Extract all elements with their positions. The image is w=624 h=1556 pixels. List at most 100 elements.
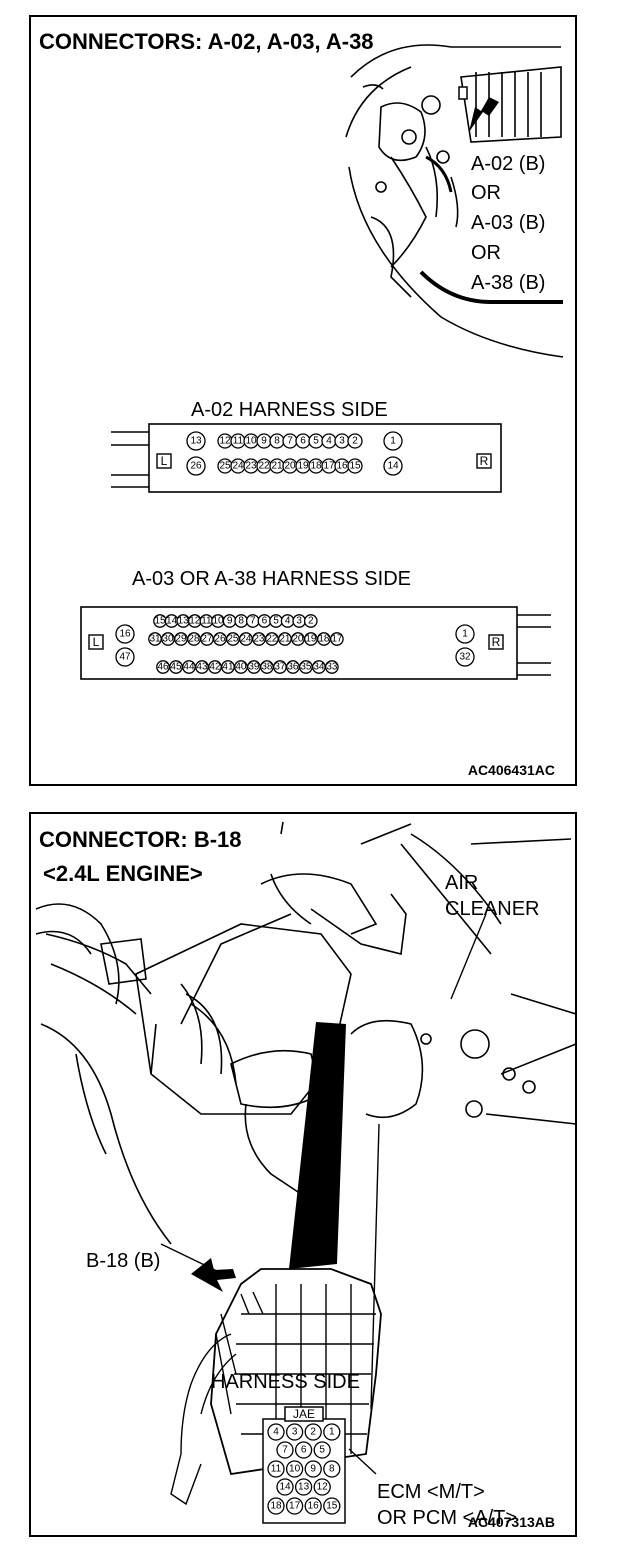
a03-pin: 37	[274, 662, 286, 673]
a02-pin: 6	[300, 436, 306, 447]
b18-pin-ring	[304, 1497, 322, 1515]
b18-pin: 11	[271, 1464, 282, 1475]
b18-callout: B-18 (B)	[86, 1250, 161, 1272]
a03-pin: 40	[235, 662, 247, 673]
a03-pin: 17	[331, 634, 343, 645]
b18-pin: 4	[273, 1427, 279, 1438]
b18-pin: 7	[282, 1445, 288, 1456]
air-cleaner-label-line2: CLEANER	[445, 898, 540, 920]
ecm-label-line1: ECM <M/T>	[377, 1481, 485, 1503]
a03-pin: 35	[300, 662, 312, 673]
b18-pin: 8	[329, 1464, 335, 1475]
a03-pin: 39	[248, 662, 260, 673]
a02-left-mark: L	[161, 454, 168, 468]
a03-pin: 29	[175, 634, 187, 645]
a03-pin: 24	[240, 634, 252, 645]
a03-pin: 44	[183, 662, 195, 673]
a03-pin: 41	[222, 662, 234, 673]
a02-pin: 23	[245, 461, 257, 472]
b18-pin-ring	[304, 1423, 322, 1441]
b18-pin: 3	[292, 1427, 298, 1438]
callout-a38: A-38 (B)	[471, 272, 546, 294]
a03-pin: 27	[201, 634, 213, 645]
panel-b-subtitle: <2.4L ENGINE>	[43, 861, 203, 886]
a03-right-mark: R	[492, 635, 501, 649]
a03-pin: 15	[154, 616, 166, 627]
a02-pin: 15	[349, 461, 361, 472]
b18-connector-tag: JAE	[293, 1407, 315, 1421]
a02-pin-ring	[347, 458, 363, 474]
a03-pin-ring	[455, 647, 475, 667]
a03-pin-ring	[325, 660, 339, 674]
b18-pin: 1	[329, 1427, 335, 1438]
b18-pin: 6	[301, 1445, 307, 1456]
a02-pin: 26	[190, 461, 202, 472]
a02-pin: 10	[245, 436, 257, 447]
a03-pin: 36	[287, 662, 299, 673]
a03-pin: 2	[308, 616, 314, 627]
connector-panel-a: CONNECTORS: A-02, A-03, A-38 A-02 (B) OR…	[29, 15, 577, 786]
a02-pin: 8	[274, 436, 280, 447]
b18-pin: 10	[289, 1464, 301, 1475]
a02-pin-ring	[186, 431, 206, 451]
a02-pin: 21	[271, 461, 283, 472]
a03-pin: 16	[119, 629, 131, 640]
a03-pin: 46	[157, 662, 169, 673]
b18-pin-ring	[294, 1441, 313, 1459]
callout-a03: A-03 (B)	[471, 212, 546, 234]
a02-pin: 3	[339, 436, 345, 447]
a03-pin: 43	[196, 662, 208, 673]
a03-pin: 28	[188, 634, 200, 645]
a02-harness-label: A-02 HARNESS SIDE	[191, 399, 388, 421]
a03-harness-label: A-03 OR A-38 HARNESS SIDE	[132, 568, 411, 590]
b18-pin-ring	[313, 1441, 331, 1459]
b18-pin-ring	[276, 1441, 294, 1459]
a03-pin: 5	[273, 616, 279, 627]
a03-pin: 12	[189, 616, 201, 627]
a03-pin: 6	[262, 616, 268, 627]
b18-pin: 12	[317, 1482, 329, 1493]
a02-pin: 14	[387, 461, 399, 472]
a03-pin: 7	[250, 616, 256, 627]
a03-pin: 45	[170, 662, 182, 673]
b18-connector-tag-box	[284, 1406, 324, 1422]
b18-pin-ring	[267, 1460, 285, 1478]
connector-panel-b: CONNECTOR: B-18 <2.4L ENGINE> AIR CLEANE…	[29, 812, 577, 1537]
a03-pin: 13	[178, 616, 190, 627]
a02-pin: 7	[287, 436, 293, 447]
a03-pin: 25	[227, 634, 239, 645]
air-cleaner-label-line1: AIR	[445, 872, 479, 894]
a03-pin: 26	[214, 634, 226, 645]
b18-pin-ring	[276, 1478, 294, 1496]
b18-pin-ring	[304, 1460, 322, 1478]
a03-pin: 30	[162, 634, 174, 645]
callout-or-2: OR	[471, 242, 501, 264]
a03-pin: 22	[266, 634, 278, 645]
b18-pin: 2	[310, 1427, 316, 1438]
b18-pin-ring	[267, 1497, 285, 1515]
a02-pin: 11	[233, 436, 244, 447]
callout-wedge-icon	[289, 1022, 346, 1269]
callout-arrow-icon	[191, 1258, 236, 1292]
a02-pin: 20	[284, 461, 296, 472]
a02-pin: 18	[310, 461, 322, 472]
b18-pin-ring	[313, 1478, 331, 1496]
b18-pin-ring	[294, 1478, 313, 1496]
a03-pin: 14	[166, 616, 178, 627]
b18-pin: 17	[289, 1501, 301, 1512]
a03-pin: 10	[212, 616, 224, 627]
a03-pin-ring	[115, 624, 135, 644]
a03-pin: 23	[253, 634, 265, 645]
ecm-label-line2: OR PCM <A/T>	[377, 1507, 518, 1529]
b18-pin: 13	[298, 1482, 310, 1493]
a02-pin: 16	[336, 461, 348, 472]
a03-pin: 31	[149, 634, 161, 645]
a03-pin-ring	[455, 624, 475, 644]
engine-bay-illustration-a	[345, 44, 564, 358]
a02-pin: 19	[297, 461, 309, 472]
callout-arrow-icon	[469, 97, 499, 132]
a03-pin: 38	[261, 662, 273, 673]
a02-pin: 5	[313, 436, 319, 447]
a02-pin-ring	[383, 456, 403, 476]
